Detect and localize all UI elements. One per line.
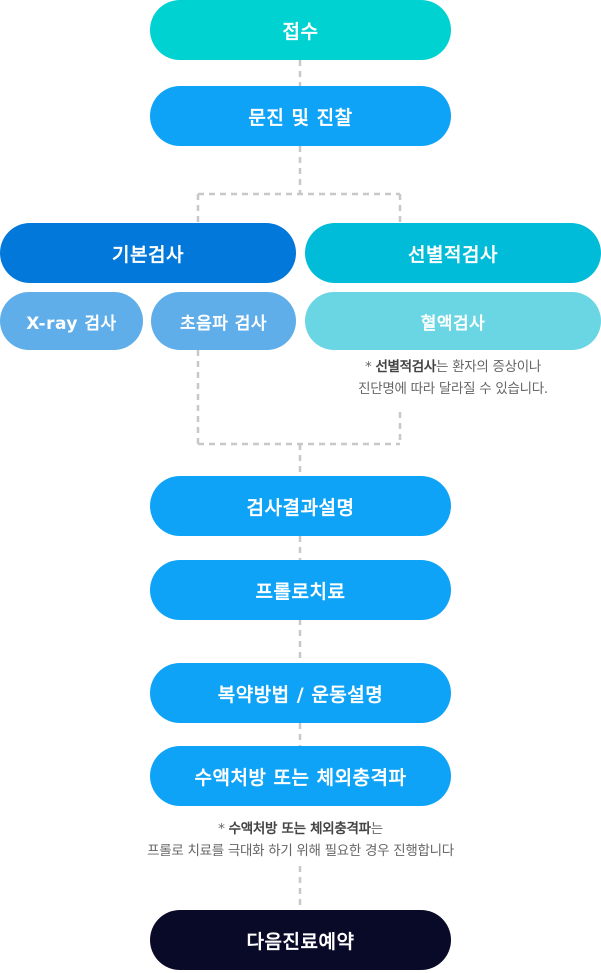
step-reception: 접수: [150, 0, 451, 60]
step-next-appointment-label: 다음진료예약: [246, 930, 355, 953]
step-optional-exam: 선별적검사: [305, 223, 601, 283]
optional-exam-note-line2: 진단명에 따라 달라질 수 있습니다.: [358, 381, 548, 397]
optional-exam-note: * 선별적검사는 환자의 증상이나 진단명에 따라 달라질 수 있습니다.: [305, 356, 601, 400]
step-reception-label: 접수: [282, 20, 319, 43]
step-xray-label: X-ray 검사: [26, 313, 117, 334]
step-ultrasound-label: 초음파 검사: [179, 313, 268, 334]
step-ultrasound: 초음파 검사: [151, 292, 296, 350]
step-consultation-label: 문진 및 진찰: [248, 106, 353, 129]
step-consultation: 문진 및 진찰: [150, 86, 451, 146]
step-medication-exercise: 복약방법 / 운동설명: [150, 663, 451, 723]
prescription-note-line1: * 수액처방 또는 체외충격파는: [60, 818, 541, 840]
step-prescription-shockwave-label: 수액처방 또는 체외충격파: [194, 766, 407, 789]
step-blood-test: 혈액검사: [305, 292, 601, 350]
step-result-explanation-label: 검사결과설명: [246, 496, 355, 519]
step-basic-exam-label: 기본검사: [112, 243, 184, 266]
prescription-note-line2: 프롤로 치료를 극대화 하기 위해 필요한 경우 진행합니다: [147, 843, 454, 859]
step-prescription-shockwave: 수액처방 또는 체외충격파: [150, 746, 451, 806]
step-prolotherapy: 프롤로치료: [150, 560, 451, 620]
note-emphasis: 수액처방 또는 체외충격파: [228, 821, 371, 837]
step-result-explanation: 검사결과설명: [150, 476, 451, 536]
prescription-note: * 수액처방 또는 체외충격파는 프롤로 치료를 극대화 하기 위해 필요한 경…: [60, 818, 541, 862]
step-basic-exam: 기본검사: [0, 223, 296, 283]
step-xray: X-ray 검사: [0, 292, 143, 350]
step-optional-exam-label: 선별적검사: [408, 243, 498, 266]
note-text: 는 환자의 증상이나: [436, 359, 541, 375]
note-emphasis: 선별적검사: [375, 359, 437, 375]
note-asterisk: *: [364, 359, 376, 375]
step-blood-test-label: 혈액검사: [420, 313, 486, 334]
step-prolotherapy-label: 프롤로치료: [255, 580, 346, 603]
optional-exam-note-line1: * 선별적검사는 환자의 증상이나: [305, 356, 601, 378]
step-medication-exercise-label: 복약방법 / 운동설명: [217, 683, 384, 706]
note-asterisk: *: [218, 821, 229, 837]
step-next-appointment: 다음진료예약: [150, 910, 451, 970]
note-text: 는: [370, 821, 383, 837]
